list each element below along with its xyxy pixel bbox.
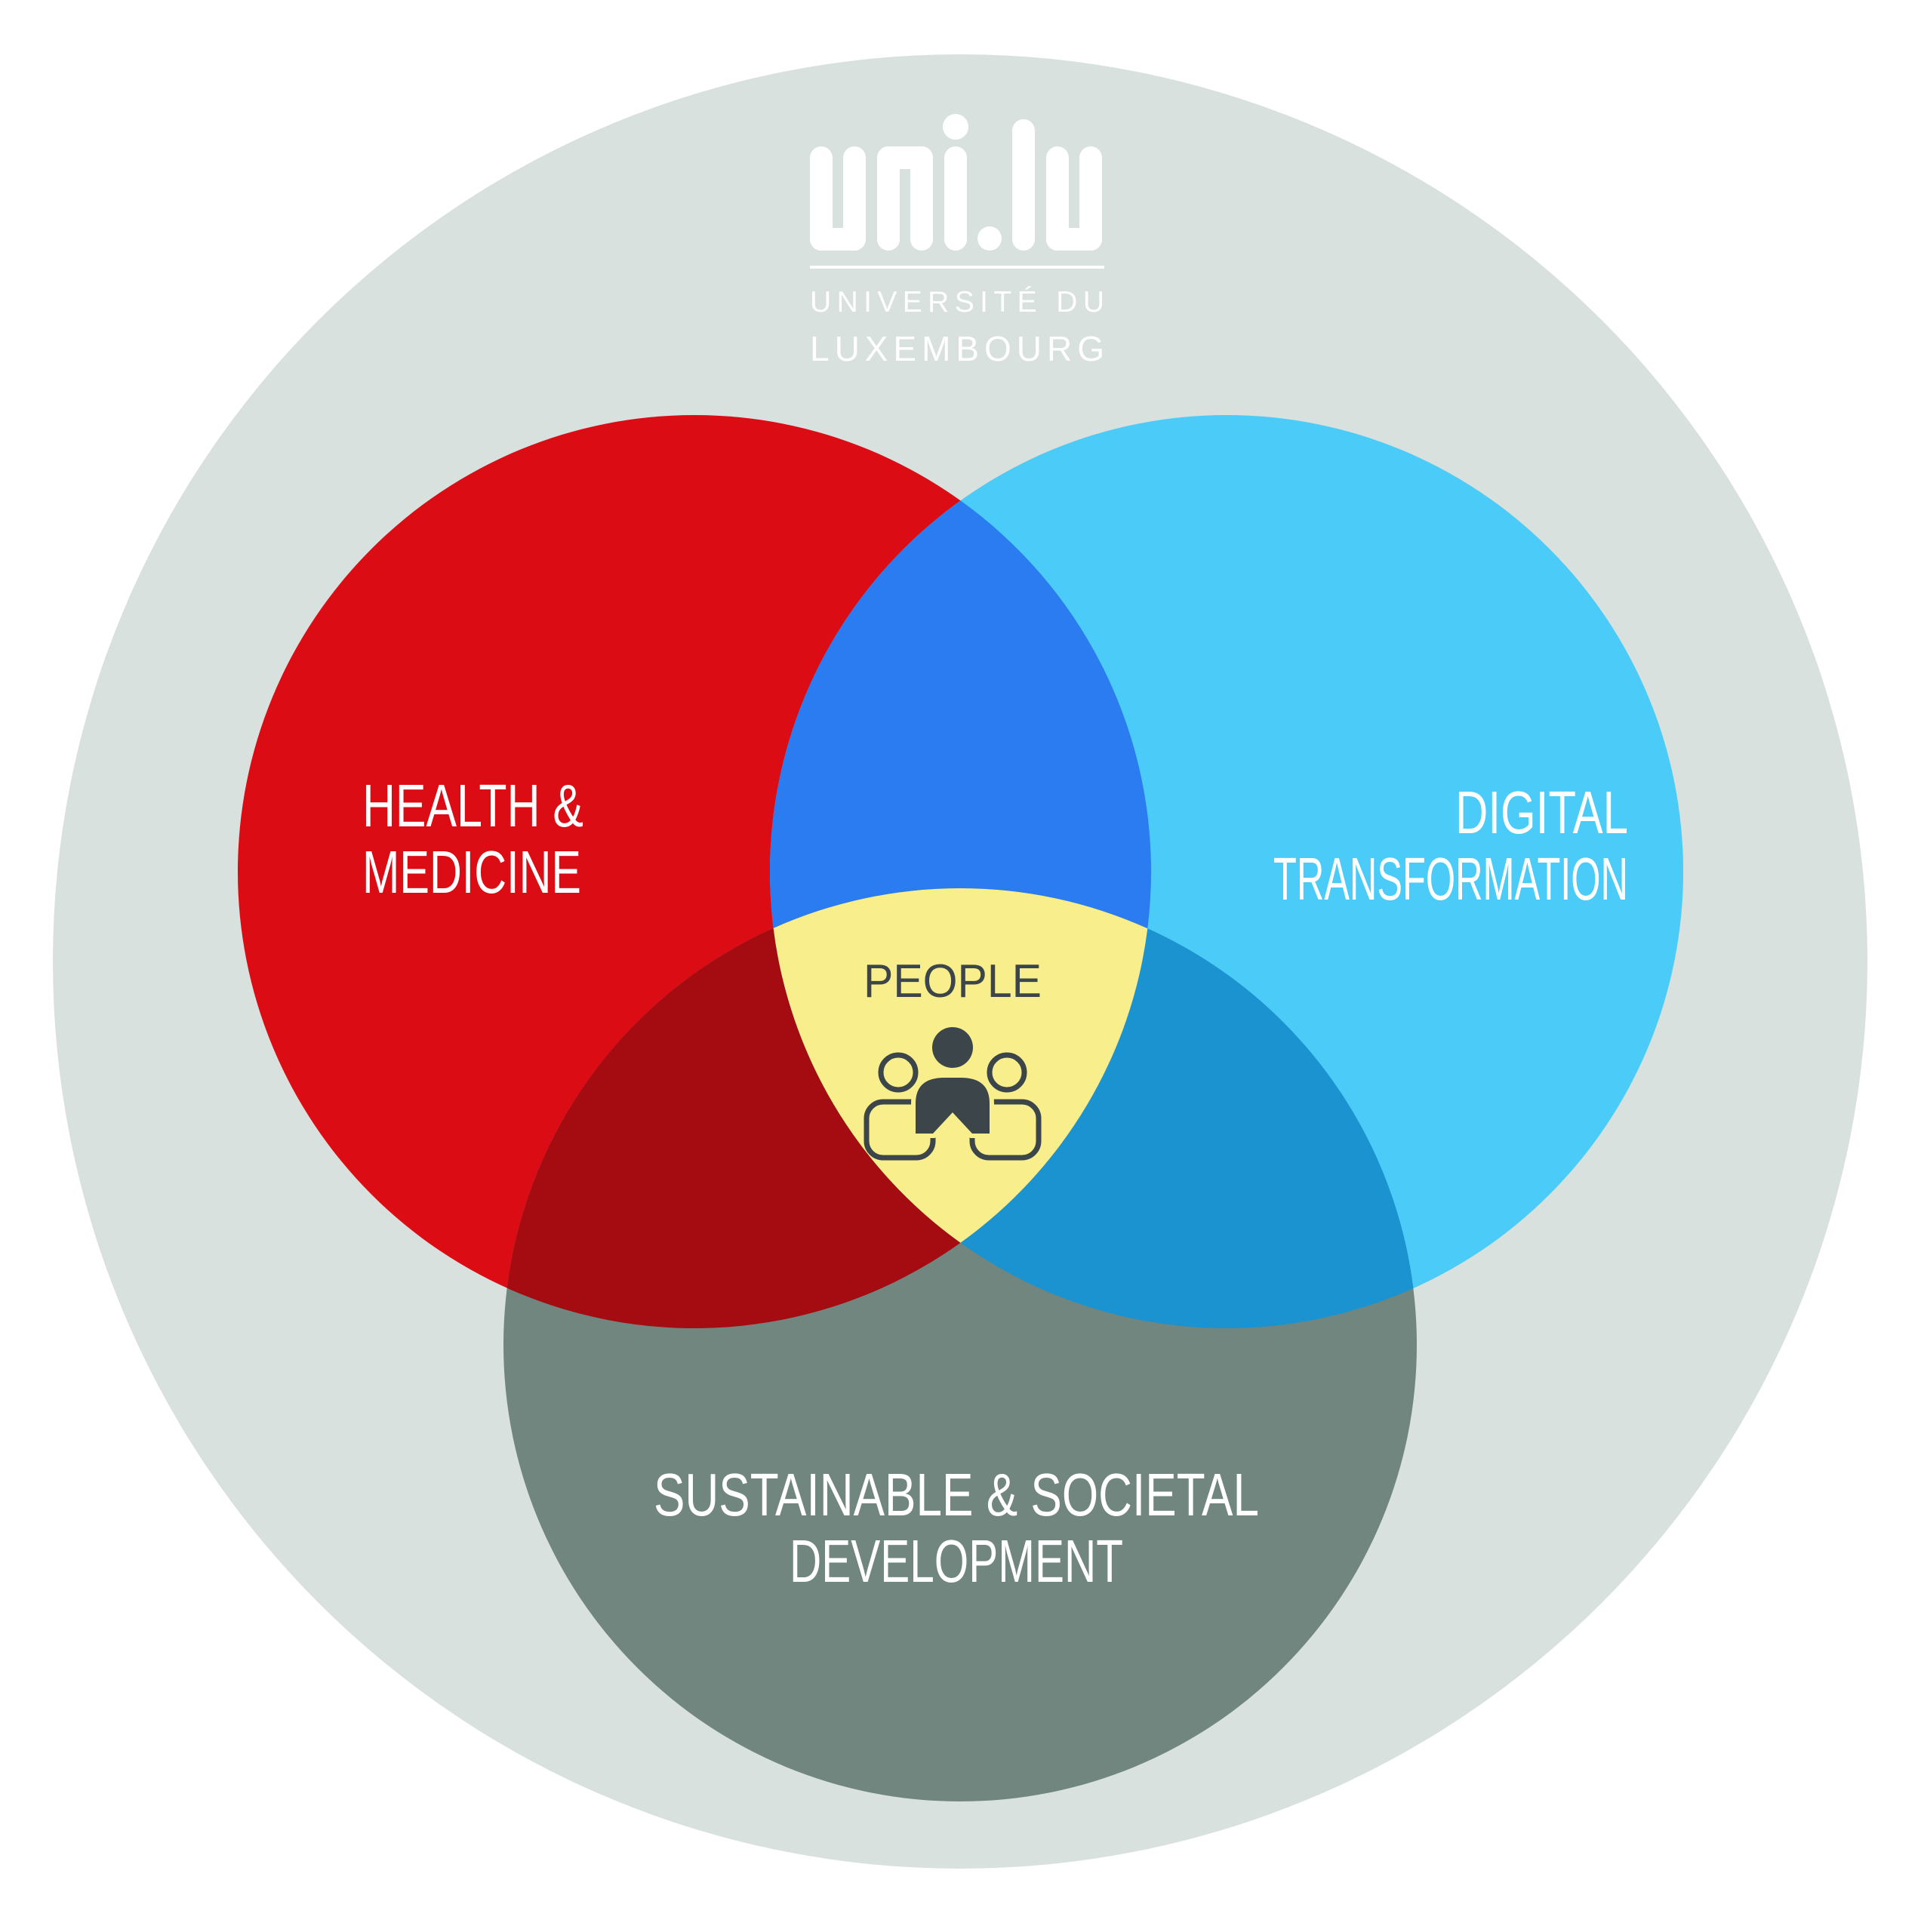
people-icon-left-head xyxy=(878,1052,919,1093)
people-icon-right-head xyxy=(987,1052,1027,1093)
digital-transformation-label-line2: TRANSFORMATION xyxy=(1273,845,1628,912)
sustainable-development-label-line2: DEVELOPMENT xyxy=(790,1527,1123,1595)
unilu-logo: UNIVERSITÉ DU LUXEMBOURG xyxy=(810,114,1104,368)
logo-divider xyxy=(810,266,1104,269)
people-label: PEOPLE xyxy=(864,955,1042,1008)
logo-luxembourg: LUXEMBOURG xyxy=(810,329,1104,368)
health-medicine-label: HEALTH & MEDICINE xyxy=(362,772,583,906)
digital-transformation-label: DIGITAL TRANSFORMATION xyxy=(1273,779,1628,912)
people-icon-center-body xyxy=(911,1073,994,1138)
sustainable-development-label-line1: SUSTAINABLE & SOCIETAL xyxy=(654,1461,1259,1528)
sustainable-development-label: SUSTAINABLE & SOCIETAL DEVELOPMENT xyxy=(654,1461,1259,1595)
people-icon-center-head xyxy=(928,1023,977,1072)
logo-universite-du: UNIVERSITÉ DU xyxy=(810,286,1104,318)
health-medicine-label-line1: HEALTH & xyxy=(362,772,583,839)
digital-transformation-label-line1: DIGITAL xyxy=(1455,779,1628,846)
people-group-icon xyxy=(864,1023,1042,1161)
uni-lu-wordmark xyxy=(810,114,1102,251)
health-medicine-label-line2: MEDICINE xyxy=(362,838,581,906)
